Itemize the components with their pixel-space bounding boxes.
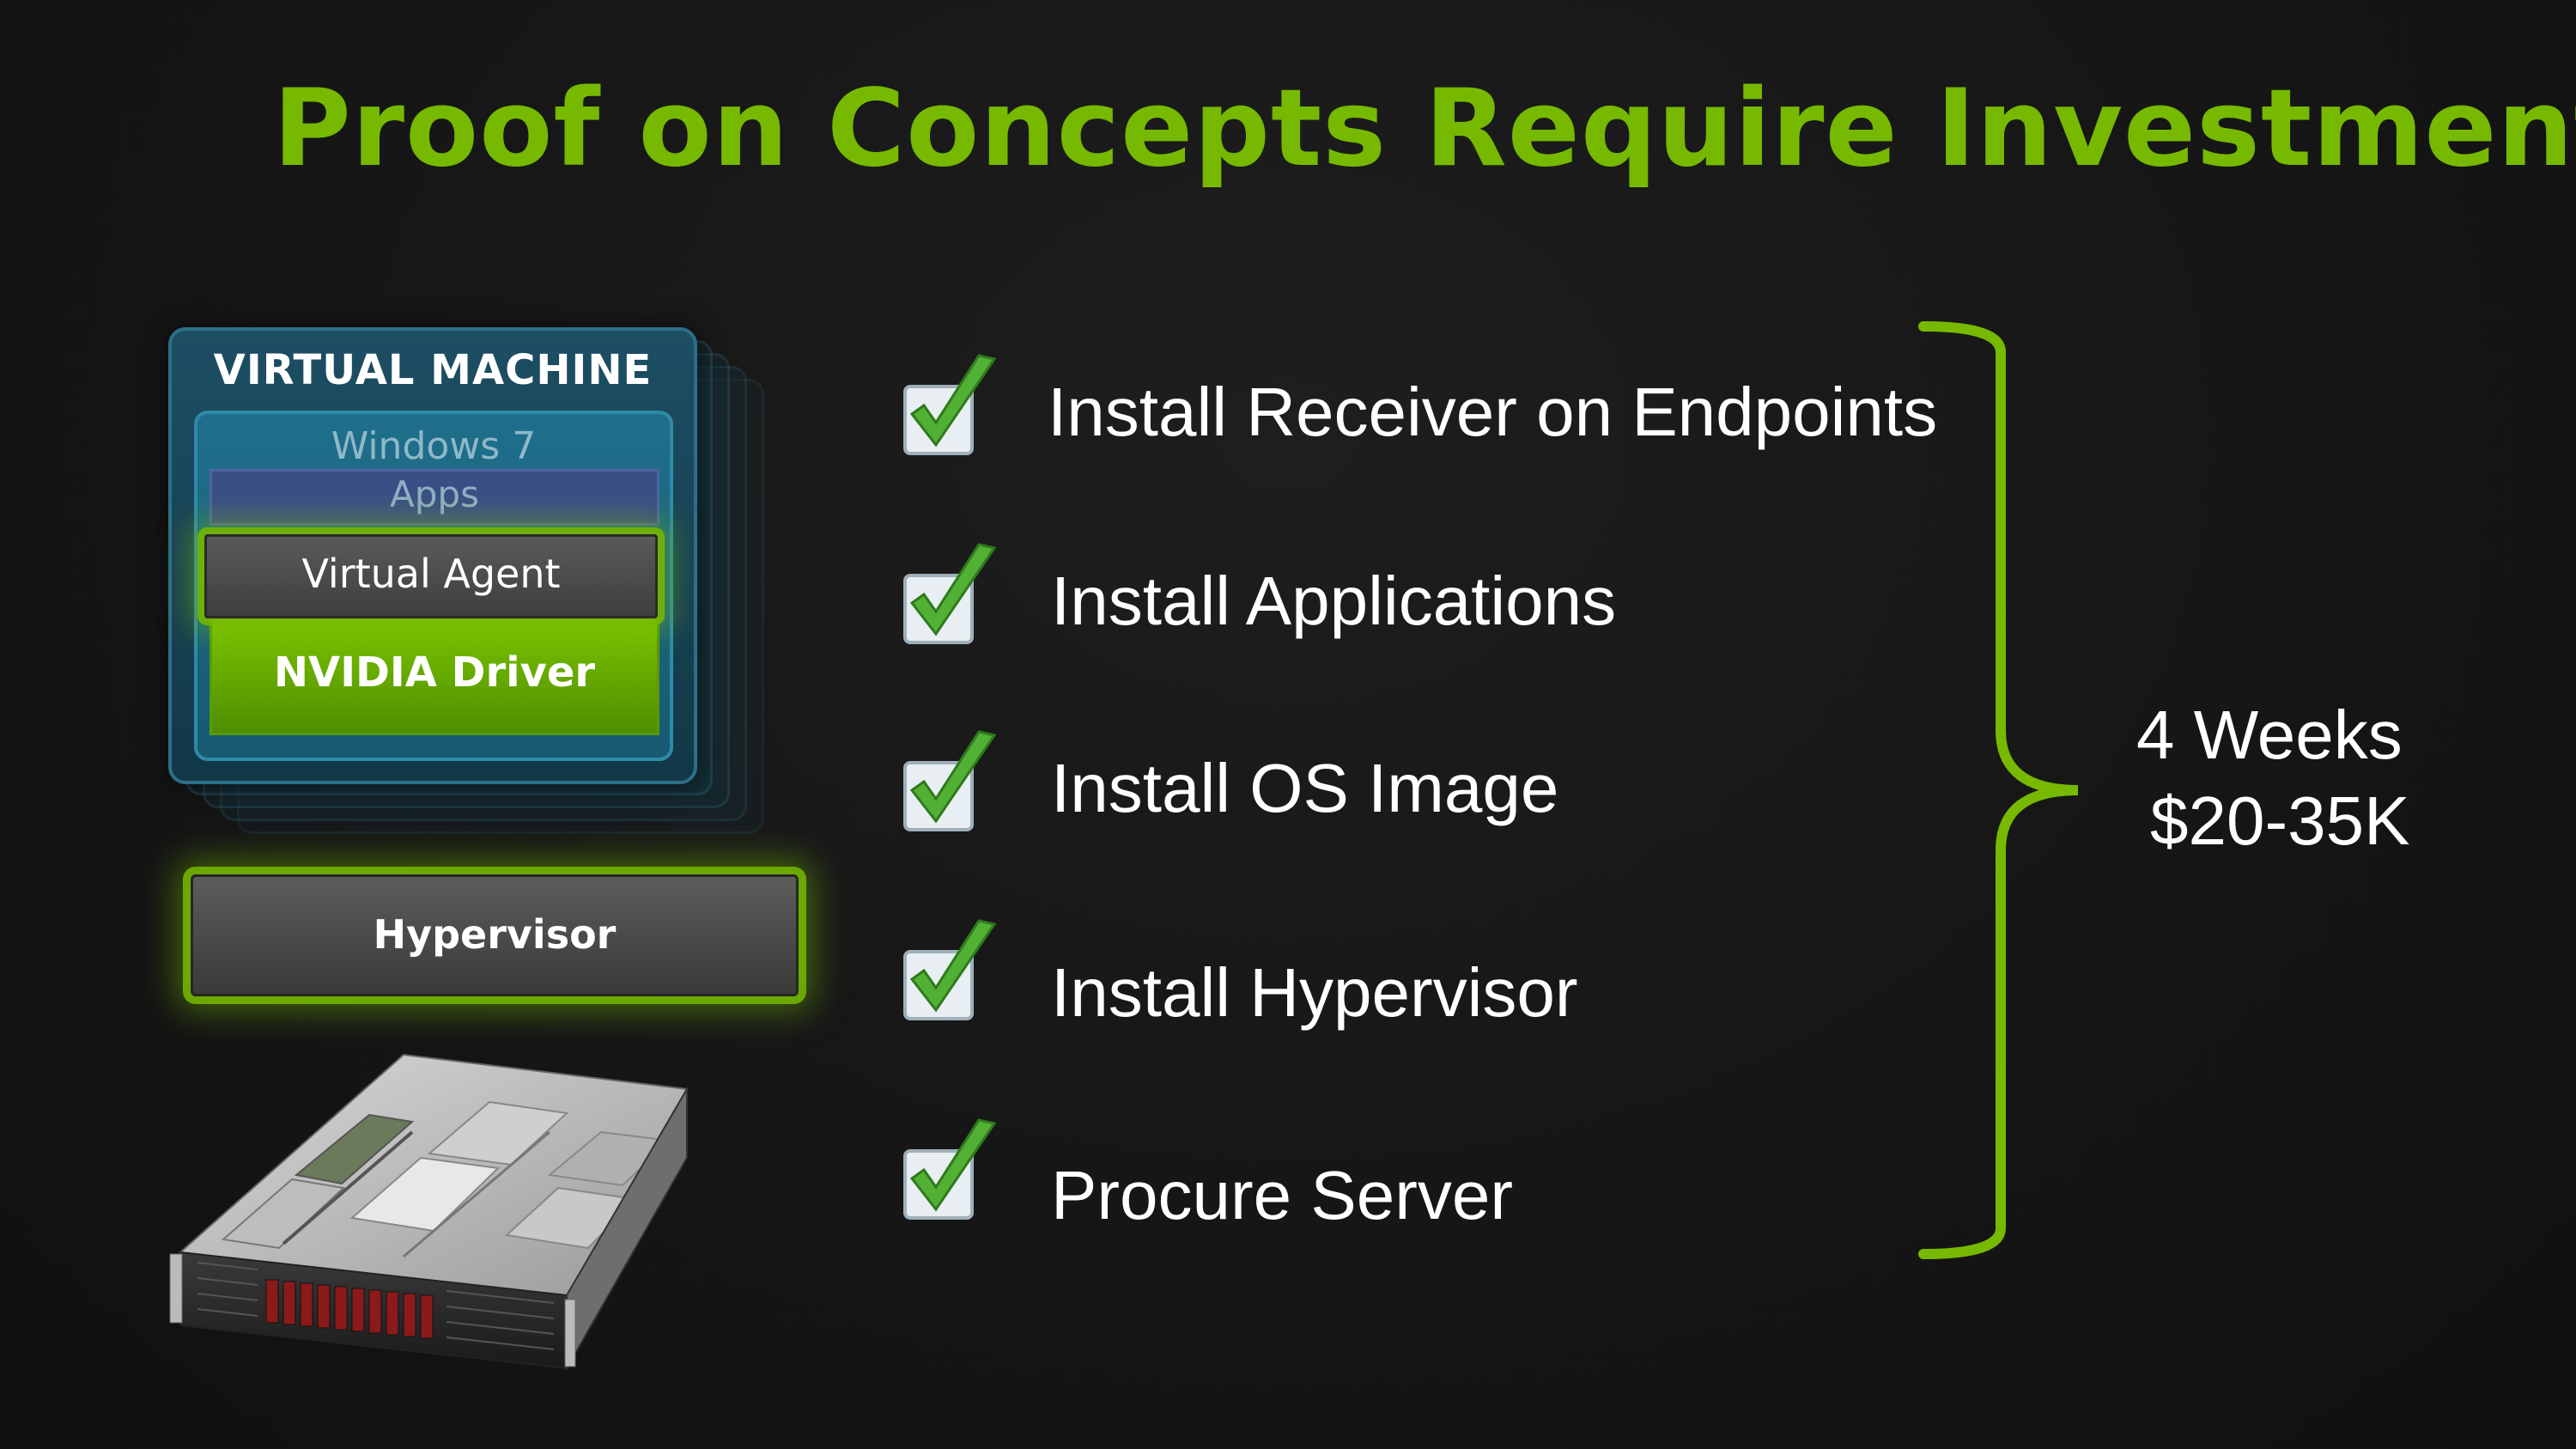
checklist-item-receiver: Install Receiver on Endpoints (1048, 374, 1938, 450)
apps-box: Apps (210, 469, 659, 526)
hypervisor-label: Hypervisor (373, 911, 617, 958)
green-checkmark-icon (903, 919, 997, 1020)
summary-cost: $20-35K (2150, 782, 2410, 859)
nvidia-driver-label: NVIDIA Driver (273, 648, 596, 697)
slide-title: Proof on Concepts Require Investment (273, 67, 2576, 191)
virtual-agent-label: Virtual Agent (301, 551, 561, 597)
apps-label: Apps (390, 473, 479, 515)
checklist-item-applications: Install Applications (1051, 563, 1617, 639)
curly-brace-icon (1918, 321, 2078, 1259)
green-checkmark-icon (903, 1118, 997, 1220)
virtual-agent-box: Virtual Agent (204, 534, 658, 618)
checklist-item-os-image: Install OS Image (1051, 750, 1559, 826)
summary-duration: 4 Weeks (2136, 697, 2403, 773)
virtual-machine-label: VIRTUAL MACHINE (213, 346, 653, 394)
green-checkmark-icon (903, 543, 997, 644)
hypervisor-box: Hypervisor (191, 874, 799, 996)
green-checkmark-icon (903, 730, 997, 831)
os-label: Windows 7 (331, 424, 537, 468)
checklist-item-hypervisor: Install Hypervisor (1051, 954, 1578, 1031)
nvidia-driver-box: NVIDIA Driver (210, 617, 659, 735)
green-checkmark-icon (903, 354, 997, 455)
checklist-item-procure-server: Procure Server (1051, 1157, 1513, 1233)
rack-server-image (169, 1053, 689, 1372)
